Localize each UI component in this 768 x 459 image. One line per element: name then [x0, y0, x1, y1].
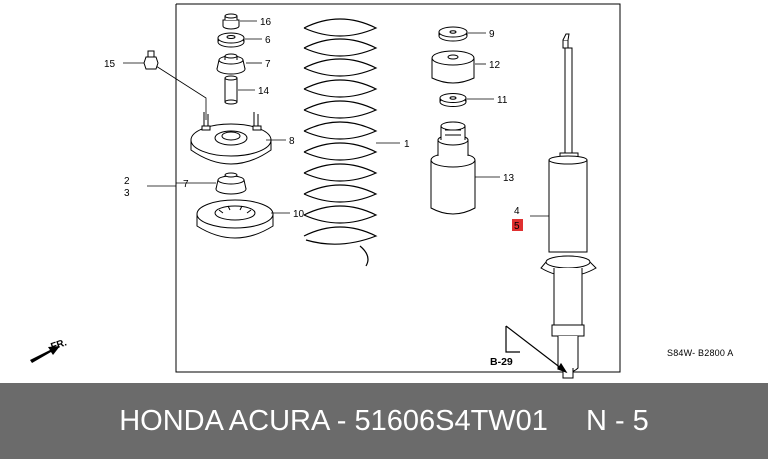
callout-7-top: 7: [265, 59, 271, 70]
flange-nut-16: [222, 13, 240, 30]
callout-8: 8: [289, 136, 295, 147]
callout-10: 10: [293, 209, 305, 220]
rubber-mount-7-lower: [215, 172, 247, 195]
callout-11: 11: [497, 95, 508, 106]
spring-seat-10: [196, 199, 274, 239]
diagram-code: S84W- B2800 A: [667, 348, 733, 358]
callout-13: 13: [503, 173, 515, 184]
collar-14: [224, 75, 238, 105]
washer-11: [439, 93, 467, 107]
reference-label: B-29: [490, 356, 513, 368]
leader-lines: [123, 20, 549, 217]
callout-2: 2: [124, 176, 130, 187]
callout-5-highlight: [512, 219, 523, 231]
callout-14: 14: [258, 86, 270, 97]
front-direction-arrow: [30, 346, 60, 363]
shock-absorber: [540, 33, 597, 379]
callout-5: 5: [514, 221, 520, 232]
diagram-frame: [175, 3, 621, 373]
callout-12: 12: [489, 60, 501, 71]
washer-6: [217, 32, 245, 48]
b29-reference-arrow: [505, 325, 568, 374]
part-number-label: HONDA ACURA - 51606S4TW01: [119, 404, 548, 437]
coil-spring-1: [303, 18, 378, 267]
flange-bolt-15: [143, 50, 159, 70]
parts-diagram: 16 6 7 14 8 7 10 15 2 3 1 9 12 11 13 4 5…: [30, 3, 733, 379]
footer-bar: HONDA ACURA - 51606S4TW01 N - 5: [0, 383, 768, 459]
rubber-mount-7-top: [216, 53, 246, 75]
callout-6: 6: [265, 35, 271, 46]
callout-7-lower: 7: [183, 179, 189, 190]
shock-mount-8: [190, 112, 272, 165]
callout-16: 16: [260, 17, 272, 28]
callout-9: 9: [489, 29, 495, 40]
callout-4: 4: [514, 206, 520, 217]
callout-15: 15: [104, 59, 116, 70]
callout-3: 3: [124, 188, 130, 199]
dust-boot-13: [430, 121, 476, 215]
cushion-12: [431, 50, 475, 84]
front-marker-label: FR.: [50, 337, 69, 353]
callout-1: 1: [404, 139, 410, 150]
position-label: N - 5: [585, 404, 649, 437]
washer-9: [438, 26, 468, 42]
